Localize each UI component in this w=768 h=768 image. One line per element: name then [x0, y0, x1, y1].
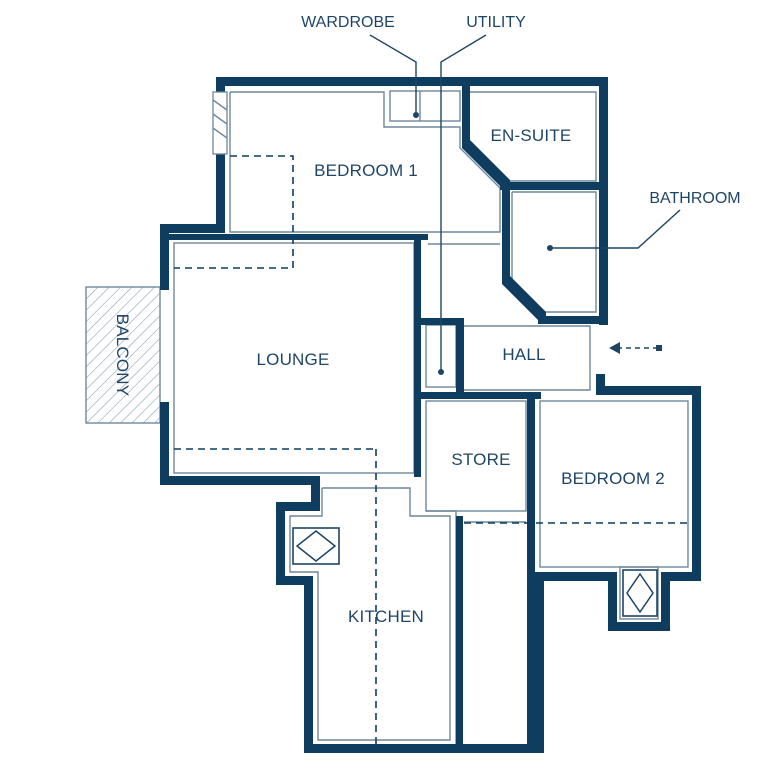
lounge-label: LOUNGE — [257, 350, 330, 369]
callout-leaders — [369, 34, 681, 375]
utility-label: UTILITY — [466, 14, 526, 31]
kitchen-label: KITCHEN — [348, 607, 424, 626]
bathroom-label: BATHROOM — [649, 190, 740, 207]
entrance-arrow-icon — [609, 342, 662, 354]
wardrobe-label: WARDROBE — [301, 14, 395, 31]
bedroom1-label: BEDROOM 1 — [314, 161, 418, 180]
dashed-guides — [174, 155, 692, 744]
store-label: STORE — [451, 450, 510, 469]
radiator-fixture — [212, 91, 228, 155]
kitchen-window-diamond-icon — [292, 527, 340, 565]
balcony — [85, 286, 161, 424]
en-suite-label: EN-SUITE — [491, 126, 572, 145]
bedroom2-label: BEDROOM 2 — [561, 469, 665, 488]
balcony-label: BALCONY — [113, 314, 132, 397]
bedroom2-window-diamond-icon — [622, 569, 658, 617]
hall-label: HALL — [502, 345, 545, 364]
exterior-walls — [160, 77, 701, 753]
interior-walls — [168, 86, 689, 752]
